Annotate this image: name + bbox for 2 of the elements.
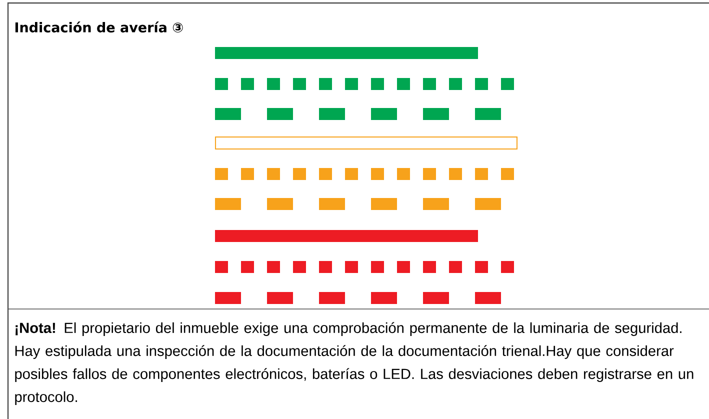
note-text: ¡Nota! El propietario del inmueble exige una comprobación permanente de la luminaria de seguridad. Hay estipulada una inspección de la documentación de la documentación trienal.Hay que considerar posibles fallos de componentes electrónicos, baterías o LED. Las desviaciones deben registrarse en un protocolo. [15,322,694,405]
title: Indicación de avería ③ [15,21,183,32]
